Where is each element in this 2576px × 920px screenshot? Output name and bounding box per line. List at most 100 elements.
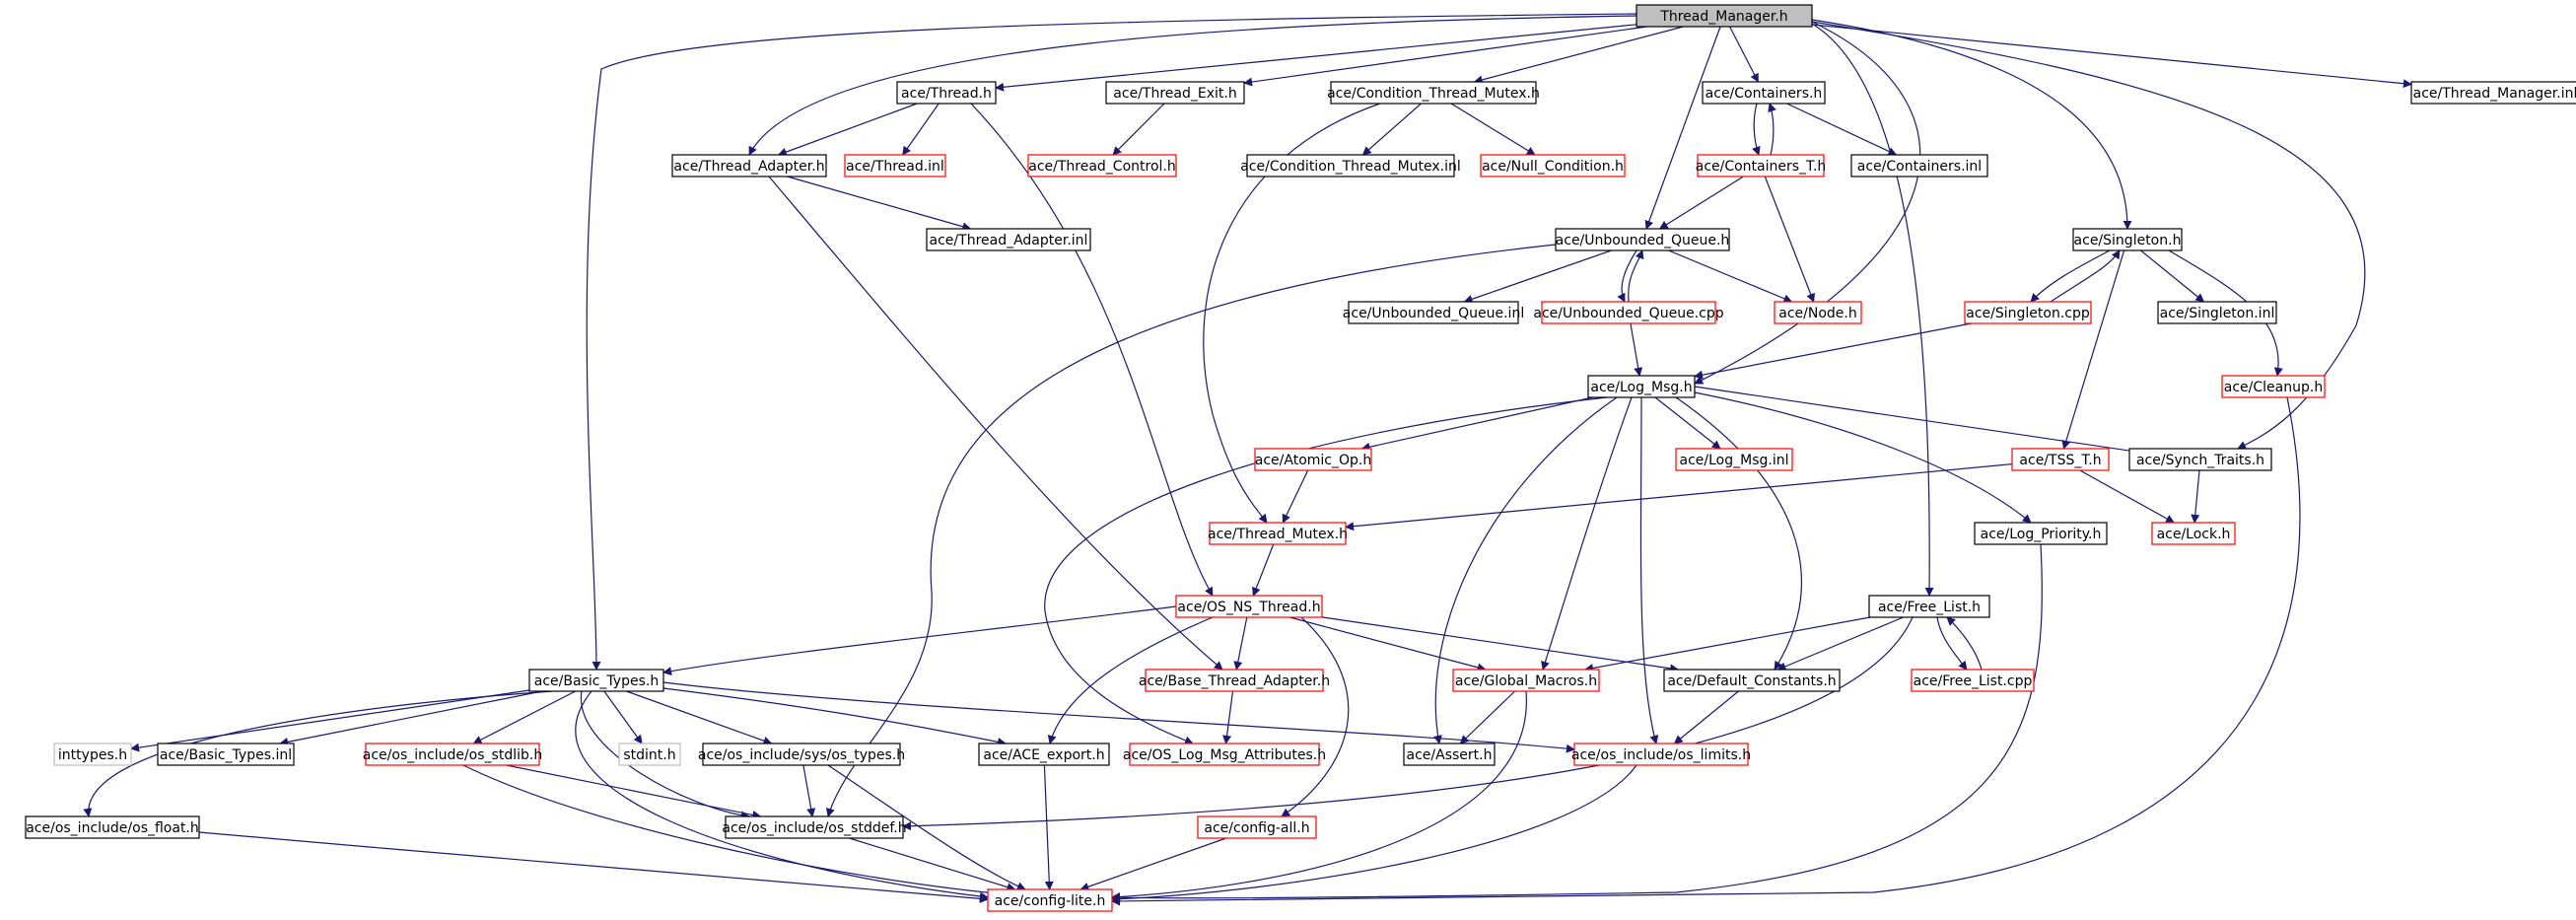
node-os-log-msg-attr-h[interactable]: ace/OS_Log_Msg_Attributes.h [1123,743,1326,766]
edge-thread_h-to-os_ns_thread_h [970,103,1214,597]
node-label: ace/Free_List.h [1878,600,1981,615]
node-tss-t-h[interactable]: ace/TSS_T.h [2011,448,2110,471]
node-os-types-h[interactable]: ace/os_include/sys/os_types.h [698,743,905,766]
node-box [2011,448,2110,471]
node-synch-traits-h[interactable]: ace/Synch_Traits.h [2128,448,2272,471]
edge-basic_types_h-to-inttypes_h [130,689,530,752]
node-containers-h[interactable]: ace/Containers.h [1702,81,1826,105]
node-basic-types-inl[interactable]: ace/Basic_Types.inl [157,743,295,766]
edge-log_msg_h-to-synch_traits_h [1694,386,2150,458]
edge-line [662,681,1575,753]
edge-unbounded_queue_h-to-node_h [1668,249,1793,304]
node-singleton-cpp[interactable]: ace/Singleton.cpp [1964,301,2092,324]
node-cond-mutex-inl[interactable]: ace/Condition_Thread_Mutex.inl [1240,154,1461,177]
edge-line [1764,176,1815,303]
node-default-constants-h[interactable]: ace/Default_Constants.h [1663,669,1841,692]
node-box [1175,595,1323,618]
node-label: ace/ACE_export.h [983,747,1104,763]
node-ace-export-h[interactable]: ace/ACE_export.h [978,743,1110,766]
edge-thread_h-to-thread_inl [902,103,940,156]
edge-line [1644,26,1721,230]
edge-line [472,690,576,744]
node-containers-inl[interactable]: ace/Containers.inl [1850,154,1988,177]
edge-line [902,103,940,156]
node-log-msg-inl[interactable]: ace/Log_Msg.inl [1675,448,1793,471]
node-singleton-h[interactable]: ace/Singleton.h [2072,228,2183,251]
node-free-list-cpp[interactable]: ace/Free_List.cpp [1911,669,2035,692]
node-cond-mutex-h[interactable]: ace/Condition_Thread_Mutex.h [1327,81,1540,105]
node-thread-inl[interactable]: ace/Thread.inl [844,154,946,177]
node-label: ace/Thread_Manager.inl [2413,86,2576,102]
node-atomic-op-h[interactable]: ace/Atomic_Op.h [1254,448,1372,471]
node-os-float-h[interactable]: ace/os_include/os_float.h [25,815,200,839]
edge-os_stdlib_h-to-os_stddef_h [506,764,762,819]
edge-line [1541,396,1633,671]
edge-line [2061,249,2125,450]
edge-unbounded_queue_h-to-os_stddef_h [825,244,1557,817]
node-os-stddef-h[interactable]: ace/os_include/os_stddef.h [722,815,907,839]
edge-containers_h-to-containers_inl [1786,103,1898,156]
node-label: ace/Unbounded_Queue.h [1556,233,1730,248]
node-lock-h[interactable]: ace/Lock.h [2151,522,2236,545]
edge-line [2079,469,2175,524]
edge-basic_types_h-to-os_types_h [626,690,773,745]
edge-line [995,24,1637,92]
edge-line [2030,249,2111,303]
node-tm-inl[interactable]: ace/Thread_Manager.inl [2410,81,2576,105]
node-thread-adapter-h[interactable]: ace/Thread_Adapter.h [671,154,827,177]
node-unbounded-queue-cpp[interactable]: ace/Unbounded_Queue.cpp [1533,301,1724,324]
edge-line [1222,690,1234,744]
edge-free_list_cpp-to-free_list_h [1946,616,1983,671]
node-root[interactable]: Thread_Manager.h [1636,4,1813,28]
node-config-lite-h[interactable]: ace/config-lite.h [987,888,1113,912]
node-thread-adapter-inl[interactable]: ace/Thread_Adapter.inl [926,228,1091,251]
node-label: ace/Unbounded_Queue.inl [1343,306,1524,321]
edge-line [1044,396,1608,745]
edge-unbounded_queue_cpp-to-unbounded_queue_h [1628,249,1644,303]
edge-root-to-thread_h [995,24,1637,92]
node-label: ace/Null_Condition.h [1482,159,1624,175]
node-basic-types-h[interactable]: ace/Basic_Types.h [528,669,664,692]
node-box [1663,669,1841,692]
node-assert-h[interactable]: ace/Assert.h [1403,743,1496,766]
node-node-h[interactable]: ace/Node.h [1774,301,1862,324]
node-label: inttypes.h [58,747,127,763]
node-singleton-inl[interactable]: ace/Singleton.inl [2157,301,2277,324]
node-thread-h[interactable]: ace/Thread.h [896,81,997,105]
node-thread-control-h[interactable]: ace/Thread_Control.h [1027,154,1177,177]
node-box [2151,522,2236,545]
node-thread-mutex-h[interactable]: ace/Thread_Mutex.h [1208,522,1348,545]
node-label: ace/Assert.h [1407,747,1493,763]
node-config-all-h[interactable]: ace/config-all.h [1197,815,1317,839]
node-box [1348,301,1519,324]
edge-log_msg_h-to-global_macros_h [1541,396,1633,671]
edge-line [777,103,918,157]
node-label: ace/Basic_Types.h [534,673,659,689]
node-free-list-h[interactable]: ace/Free_List.h [1868,595,1990,618]
node-unbounded-queue-h[interactable]: ace/Unbounded_Queue.h [1555,228,1730,251]
edge-os_stddef_h-to-config_lite_h [849,837,1016,891]
node-label: ace/Condition_Thread_Mutex.inl [1240,159,1461,175]
edge-line [506,764,762,819]
node-global-macros-h[interactable]: ace/Global_Macros.h [1452,669,1600,692]
node-thread-exit-h[interactable]: ace/Thread_Exit.h [1105,81,1245,105]
edge-synch_traits_h-to-lock_h [2191,469,2200,524]
edge-line [1694,391,2032,524]
node-os-stdlib-h[interactable]: ace/os_include/os_stdlib.h [363,743,542,766]
node-label: ace/os_include/os_float.h [26,820,199,836]
node-null-cond-h[interactable]: ace/Null_Condition.h [1480,154,1626,177]
node-containers-t-h[interactable]: ace/Containers_T.h [1696,154,1827,177]
edge-line [1694,386,2150,458]
node-cleanup-h[interactable]: ace/Cleanup.h [2221,375,2326,398]
node-label: ace/Atomic_Op.h [1255,453,1371,468]
node-box [1850,154,1988,177]
edge-line [1654,396,1721,450]
edge-line [83,690,553,817]
node-log-priority-h[interactable]: ace/Log_Priority.h [1974,522,2108,545]
node-box [1675,448,1793,471]
node-os-limits-h[interactable]: ace/os_include/os_limits.h [1571,743,1751,766]
node-base-thread-adapter-h[interactable]: ace/Base_Thread_Adapter.h [1139,669,1330,692]
node-os-ns-thread-h[interactable]: ace/OS_NS_Thread.h [1175,595,1323,618]
node-unbounded-queue-inl[interactable]: ace/Unbounded_Queue.inl [1343,301,1524,324]
node-log-msg-h[interactable]: ace/Log_Msg.h [1587,375,1696,398]
